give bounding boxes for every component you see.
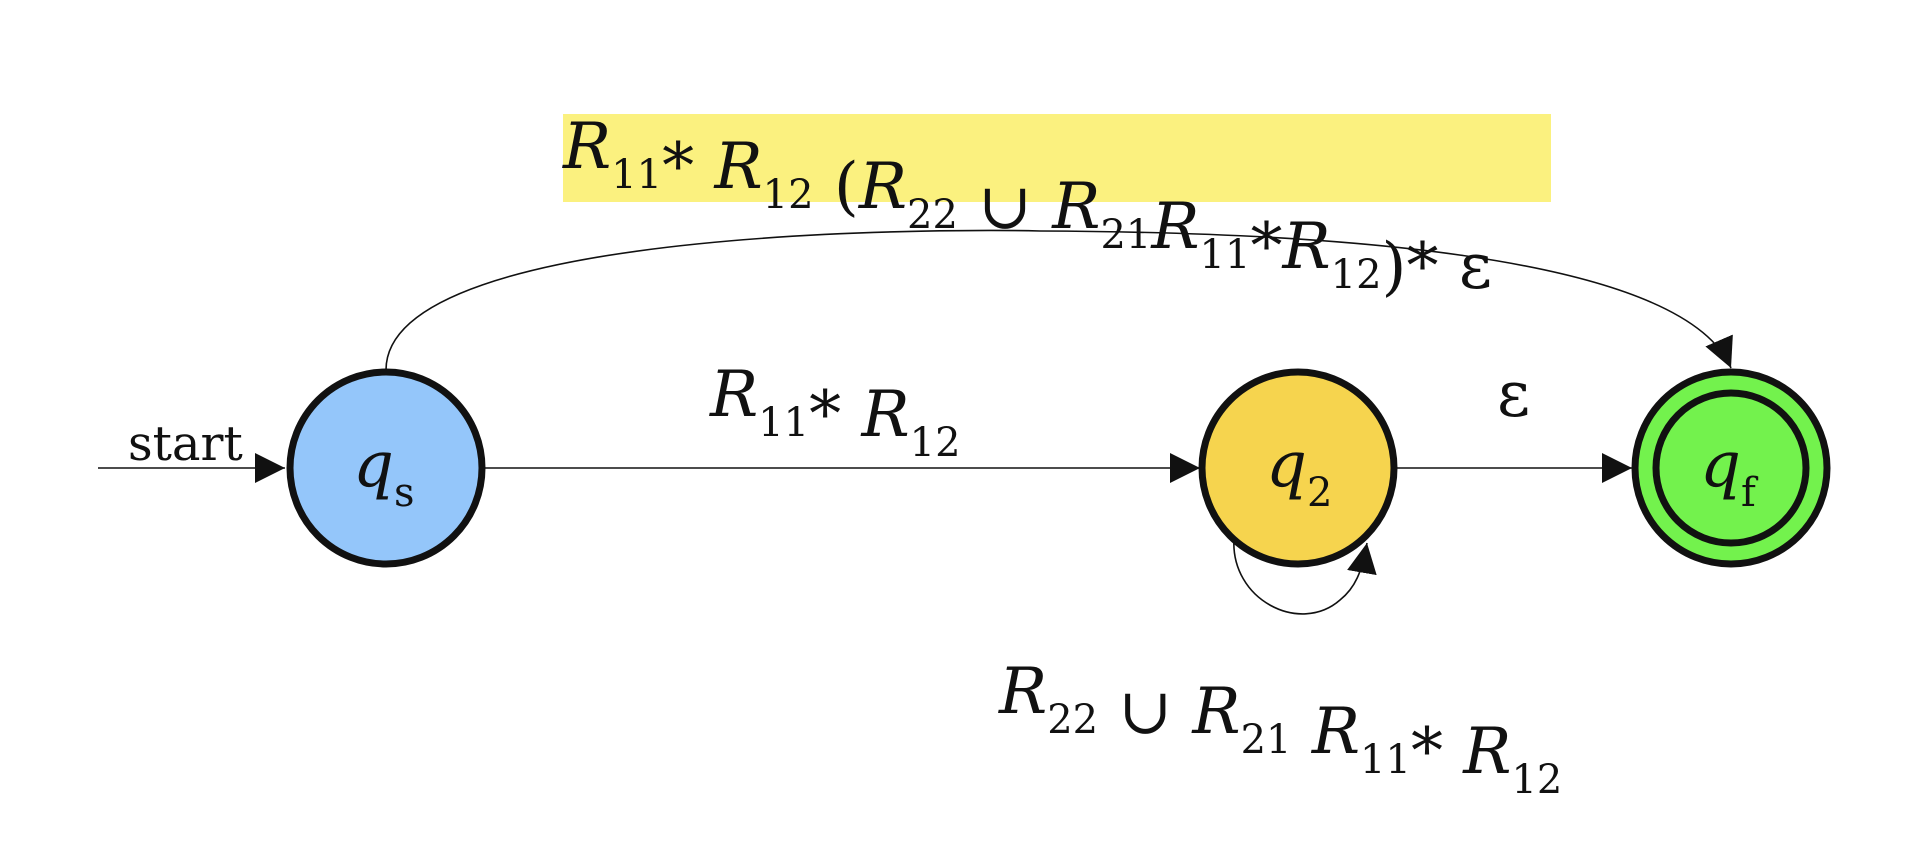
q2-loop-sub-4: 11	[1360, 737, 1411, 783]
qs-to-q2-token-1: *	[809, 378, 861, 452]
qs-to-qf-sub-7: 11	[1200, 232, 1251, 278]
q2-loop-token-2: R	[1191, 675, 1240, 749]
q2-loop-token-4: R	[1311, 695, 1360, 769]
state-qs-sub: s	[394, 470, 415, 516]
qs-to-qf-sub-0: 11	[611, 152, 662, 198]
qs-to-qf-token-5: ∪	[958, 170, 1052, 244]
qs-to-q2-token-0: R	[709, 358, 758, 432]
state-qs[interactable]: qs	[286, 368, 486, 568]
q2-to-qf-token-0: ε	[1497, 358, 1530, 432]
q2-loop-token-3	[1292, 695, 1312, 769]
qs-to-qf-token-0: R	[562, 110, 611, 184]
q2-loop-sub-6: 12	[1511, 757, 1562, 803]
qs-to-qf-sub-4: 22	[907, 192, 958, 238]
edge-label-q2-qf: ε	[1497, 358, 1530, 432]
q2-loop-sub-2: 21	[1241, 717, 1292, 763]
state-qf[interactable]: qf	[1631, 368, 1831, 568]
edge-label-qs-q2: R11* R12	[709, 358, 961, 466]
state-q2-label: q2	[1266, 428, 1332, 516]
edge-label-q2-loop: R22 ∪ R21 R11* R12	[998, 655, 1562, 803]
qs-to-qf-token-1: *	[662, 130, 714, 204]
qs-to-q2-sub-2: 12	[910, 420, 961, 466]
qs-to-qf-sub-2: 12	[763, 172, 814, 218]
qs-to-qf-token-6: R	[1051, 170, 1100, 244]
qs-to-qf-token-2: R	[713, 130, 762, 204]
state-qf-sub: f	[1741, 470, 1759, 516]
q2-loop-token-1: ∪	[1098, 675, 1192, 749]
qs-to-qf-token-8: *	[1250, 210, 1282, 284]
state-q2-circle	[1198, 368, 1398, 568]
q2-loop-token-0: R	[998, 655, 1047, 729]
state-qf-base: q	[1700, 428, 1741, 502]
state-qf-inner-circle	[1652, 389, 1810, 547]
state-qs-circle	[286, 368, 486, 568]
state-q2-sub: 2	[1307, 470, 1332, 516]
qs-to-qf-token-4: R	[858, 150, 907, 224]
qs-to-q2-token-2: R	[860, 378, 909, 452]
qs-to-qf-token-3: (	[814, 150, 859, 224]
qs-to-qf-token-10: )* ε	[1382, 230, 1492, 304]
qs-to-qf-token-7: R	[1150, 190, 1199, 264]
edge-qs-qf-arc	[385, 229, 1733, 371]
qs-to-qf-token-9: R	[1281, 210, 1330, 284]
qs-to-q2-sub-0: 11	[758, 400, 809, 446]
qs-to-qf-sub-9: 12	[1331, 252, 1382, 298]
state-qf-label: qf	[1700, 428, 1759, 516]
state-qs-label: qs	[353, 428, 415, 516]
q2-loop-token-5: *	[1411, 715, 1463, 789]
edge-q2-self-loop	[1233, 537, 1377, 615]
qs-to-qf-sub-6: 21	[1100, 212, 1151, 258]
edge-label-qs-qf: R11* R12 (R22 ∪ R21R11*R12)* ε	[562, 110, 1492, 304]
q2-loop-token-6: R	[1462, 715, 1511, 789]
start-label: start	[128, 416, 243, 472]
q2-loop-sub-0: 22	[1047, 697, 1098, 743]
state-qf-outer-circle	[1631, 368, 1831, 568]
state-q2[interactable]: q2	[1198, 368, 1398, 568]
top-label-highlight	[563, 114, 1551, 202]
state-q2-base: q	[1266, 428, 1307, 502]
state-qs-base: q	[353, 428, 394, 502]
